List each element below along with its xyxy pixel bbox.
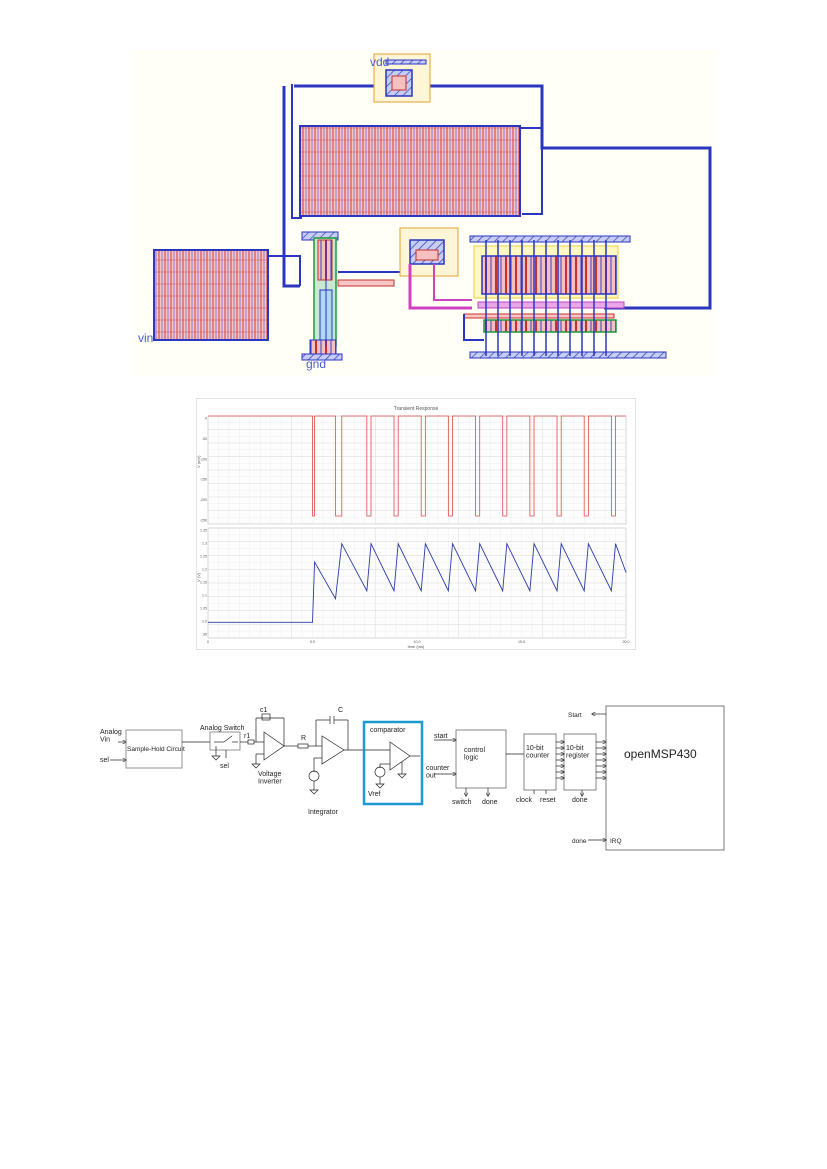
y-tick-label: 1.15 (200, 581, 207, 585)
openmsp-label: openMSP430 (624, 747, 697, 761)
register-block (563, 733, 597, 791)
analog-switch-label: Analog Switch (200, 725, 244, 732)
sample-hold-label: Sample-Hold Circuit (127, 746, 185, 753)
integrator-label: Integrator (308, 809, 339, 816)
done-msp-label: done (572, 838, 587, 845)
y-tick-label: 1.3 (202, 542, 207, 546)
x-tick-label: 20.0 (623, 640, 630, 644)
comparator-opamp (389, 741, 411, 771)
y-tick-label: 1.1 (202, 594, 207, 598)
x-tick-label: 10.0 (414, 640, 421, 644)
x-tick-label: 15.0 (518, 640, 525, 644)
done-reg-label: done (572, 797, 588, 804)
sel-left-label: sel (100, 757, 109, 764)
y-tick-label: -100 (200, 457, 207, 461)
openmsp430-block (605, 705, 725, 851)
analog-switch-block (209, 731, 241, 751)
y-tick-label: 0 (205, 417, 207, 421)
x-tick-label: 5.0 (310, 640, 315, 644)
finger-wires (485, 240, 607, 356)
gnd-label: gnd (306, 357, 326, 371)
y-tick-label: -250 (200, 519, 207, 523)
done-ctrl-label: done (482, 799, 498, 806)
series-line-pulse (208, 415, 626, 517)
y-tick-label: 1.05 (200, 607, 207, 611)
y-tick-label: -50 (202, 437, 207, 441)
r1-label: r1 (244, 733, 250, 740)
c-label: C (338, 707, 343, 714)
reset-label: reset (540, 797, 556, 804)
start-label: start (434, 733, 448, 740)
chart-title: Transient Response (394, 406, 439, 412)
counter-block (523, 733, 557, 791)
metal-wire (282, 86, 300, 288)
metal-wire (291, 84, 302, 219)
y-tick-label: -150 (200, 478, 207, 482)
transient-response-chart: Transient Response V (mV) V (V) time (ms… (195, 397, 637, 651)
switch-label: switch (452, 799, 472, 806)
y-tick-label: 1.2 (202, 568, 207, 572)
y-axis-label-top: V (mV) (196, 455, 201, 468)
y-tick-label: -200 (200, 498, 207, 502)
y-tick-label: 1.0 (202, 620, 207, 624)
integrator-opamp (321, 735, 345, 765)
vin-label: vin (138, 331, 153, 345)
resistor-array-left (153, 249, 269, 341)
series-line-integrator (208, 542, 627, 623)
sel-switch-label: sel (220, 763, 229, 770)
x-axis-label: time (ms) (408, 644, 425, 649)
vdd-label: vdd (370, 55, 389, 69)
sample-hold-block (125, 729, 183, 769)
clock-label: clock (516, 797, 532, 804)
y-tick-label: 1.35 (200, 529, 207, 533)
comparator-highlight-box (362, 720, 424, 806)
metal-wire (294, 84, 712, 310)
metal-wire (519, 127, 543, 215)
r-label: R (301, 735, 306, 742)
control-logic-block (455, 729, 507, 789)
ic-layout-image: vdd vin gnd (134, 50, 714, 376)
irq-label: IRQ (610, 838, 622, 845)
x-tick-label: 0 (207, 640, 209, 644)
start-msp-label: Start (568, 712, 582, 719)
y-tick-label: 1.25 (200, 555, 207, 559)
y-axis-label-bottom: V (V) (196, 572, 201, 582)
c1-label: c1 (260, 707, 268, 714)
vref-label: Vref (368, 791, 381, 798)
resistor-array-top (299, 125, 521, 217)
y-tick-label: .95 (202, 633, 207, 637)
inverter-opamp (263, 731, 285, 761)
comparator-label: comparator (370, 727, 406, 734)
